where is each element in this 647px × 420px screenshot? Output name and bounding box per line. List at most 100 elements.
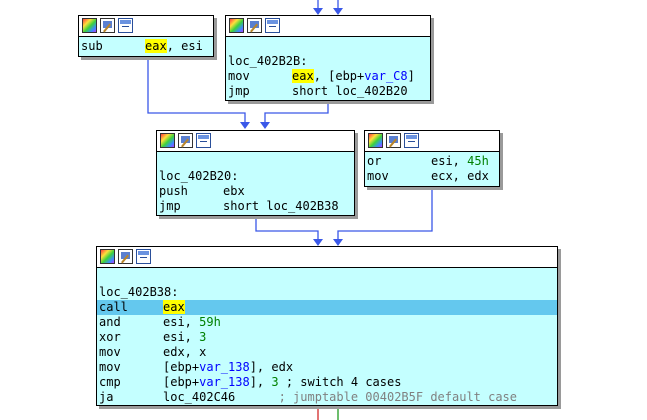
graph-colors-icon[interactable] — [82, 18, 97, 33]
location-label[interactable]: loc_402B38: — [99, 285, 179, 299]
edge-loc402B20-to-loc402B38 — [255, 216, 319, 240]
operand: esi, — [163, 330, 200, 344]
operand: [ebp+ — [163, 375, 200, 389]
operand: short loc_402B38 — [223, 199, 339, 213]
node-body: loc_402B2B:mov eax, [ebp+var_C8] jmp short … — [226, 37, 430, 101]
instruction-line[interactable]: cmp [ebp+var_138], 3 ; switch 4 cases — [97, 375, 557, 390]
operand: 45h — [467, 154, 489, 168]
node-header — [365, 131, 499, 152]
graph-colors-icon[interactable] — [160, 133, 175, 148]
edit-node-icon[interactable] — [178, 133, 193, 148]
instruction-line[interactable]: or esi, 45h — [365, 154, 499, 169]
instruction-line[interactable]: sub eax, esi — [79, 39, 213, 54]
operand: esi, — [163, 315, 200, 329]
operand: 59h — [199, 315, 221, 329]
edge-loc402B2B-to-loc402B20 — [264, 101, 329, 123]
operand: esi, — [431, 154, 468, 168]
instruction-line[interactable]: push ebx — [157, 184, 354, 199]
mnemonic: call — [99, 300, 128, 314]
instruction-line[interactable]: jmp short loc_402B38 — [157, 199, 354, 214]
operand: var_138 — [199, 360, 250, 374]
edge-or-to-loc402B38 — [337, 187, 433, 240]
blank-line — [226, 39, 430, 54]
node-view-icon[interactable] — [136, 249, 151, 264]
instruction-line[interactable]: mov edx, x — [97, 345, 557, 360]
operand: 3 — [199, 330, 207, 344]
node-view-icon[interactable] — [196, 133, 211, 148]
edit-node-icon[interactable] — [247, 18, 262, 33]
mnemonic: cmp — [99, 375, 121, 389]
node-header — [79, 16, 213, 37]
operand: short loc_402B20 — [292, 84, 408, 98]
comment: ; jumptable 00402B5F default case — [235, 390, 518, 404]
mnemonic: sub — [81, 39, 103, 53]
operand: , esi — [166, 39, 203, 53]
operand: ebx — [223, 184, 245, 198]
highlighted-register: eax — [292, 69, 314, 83]
arrowhead-loc402B20-left — [240, 122, 250, 129]
mnemonic: mov — [99, 345, 121, 359]
node-header — [97, 247, 557, 268]
node-or[interactable]: or esi, 45h mov ecx, edx — [364, 130, 500, 187]
graph-colors-icon[interactable] — [229, 18, 244, 33]
operand: edx, x — [163, 345, 207, 359]
node-header — [226, 16, 430, 37]
node-body: or esi, 45h mov ecx, edx — [365, 152, 499, 186]
blank-line — [97, 270, 557, 285]
graph-colors-icon[interactable] — [368, 133, 383, 148]
highlighted-register: eax — [163, 300, 185, 314]
location-label[interactable]: loc_402B20: — [159, 169, 239, 183]
node-view-icon[interactable] — [118, 18, 133, 33]
mnemonic: or — [367, 154, 382, 168]
node-header — [157, 131, 354, 152]
instruction-line[interactable]: mov ecx, edx — [365, 169, 499, 184]
graph-colors-icon[interactable] — [100, 249, 115, 264]
blank-line — [157, 154, 354, 169]
instruction-line[interactable]: mov[ebp+var_138], edx — [97, 360, 557, 375]
mnemonic: mov — [367, 169, 389, 183]
mnemonic: mov — [228, 69, 250, 83]
operand: loc_402C46 — [163, 390, 236, 404]
instruction-line[interactable]: and esi, 59h — [97, 315, 557, 330]
mnemonic: jmp — [159, 199, 181, 213]
operand: ], edx — [249, 360, 294, 374]
node-sub[interactable]: sub eax, esi — [78, 15, 214, 57]
operand: ] — [407, 69, 415, 83]
instruction-line[interactable]: mov eax, [ebp+var_C8] — [226, 69, 430, 84]
node-view-icon[interactable] — [265, 18, 280, 33]
node-body: loc_402B20:push ebx jmp short loc_402B38 — [157, 152, 354, 216]
operand: var_138 — [199, 375, 250, 389]
instruction-line[interactable]: jmp short loc_402B20 — [226, 84, 430, 99]
arrowhead-loc402B38-left — [313, 239, 323, 246]
operand: ], — [249, 375, 272, 389]
instruction-line[interactable]: xor esi, 3 — [97, 330, 557, 345]
instruction-line[interactable]: call eax — [97, 300, 557, 315]
operand: ecx, edx — [431, 169, 489, 183]
arrowhead-loc402B38-right — [333, 239, 343, 246]
operand: ; switch 4 cases — [278, 375, 402, 389]
location-label[interactable]: loc_402B2B: — [228, 54, 308, 68]
operand: , [ebp+ — [313, 69, 365, 83]
mnemonic: and — [99, 315, 121, 329]
operand: 3 — [271, 375, 279, 389]
operand: var_C8 — [364, 69, 408, 83]
edit-node-icon[interactable] — [100, 18, 115, 33]
edit-node-icon[interactable] — [118, 249, 133, 264]
node-loc-402B2B[interactable]: loc_402B2B:mov eax, [ebp+var_C8] jmp short … — [225, 15, 431, 101]
node-view-icon[interactable] — [404, 133, 419, 148]
highlighted-register: eax — [145, 39, 167, 53]
node-loc-402B20[interactable]: loc_402B20:push ebx jmp short loc_402B38 — [156, 130, 355, 216]
node-body: sub eax, esi — [79, 37, 213, 56]
edit-node-icon[interactable] — [386, 133, 401, 148]
mnemonic: jmp — [228, 84, 250, 98]
arrowhead-top-right — [333, 8, 343, 15]
mnemonic: xor — [99, 330, 121, 344]
arrowhead-loc402B20-right — [260, 122, 270, 129]
mnemonic: push — [159, 184, 188, 198]
arrowhead-top-left — [313, 8, 323, 15]
edge-sub-to-loc402B20 — [147, 57, 246, 123]
